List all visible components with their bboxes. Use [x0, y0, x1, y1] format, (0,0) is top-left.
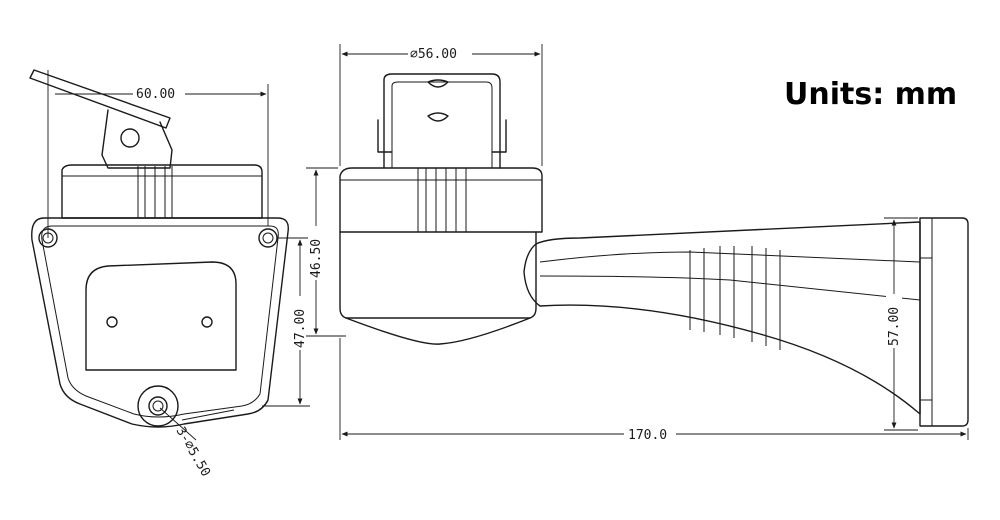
front-view: [29, 69, 289, 428]
tilt-bracket: [101, 109, 173, 169]
arm: [523, 221, 921, 415]
dim-length: 170.0: [628, 428, 667, 443]
units-label: Units: mm: [784, 77, 957, 112]
corner-hole-right: [258, 228, 278, 248]
bottom-hole-boss: [137, 385, 179, 427]
side-view: [339, 73, 969, 427]
front-plate: [31, 217, 289, 428]
front-dimensions: 60.00 47.00 3-⌀5.50: [47, 70, 310, 480]
wall-plate: [919, 217, 969, 427]
screw-hole-right: [201, 316, 213, 328]
screw-hole-left: [106, 316, 118, 328]
inner-window: [85, 261, 237, 371]
dim-cap-height: 46.50: [309, 239, 324, 278]
side-dome: [345, 317, 531, 345]
side-housing: [339, 231, 537, 319]
tilt-screw: [120, 128, 140, 148]
dim-diameter: ⌀56.00: [410, 47, 457, 62]
dim-holes: 3-⌀5.50: [173, 425, 213, 480]
clip-slot-bottom: [427, 112, 449, 122]
side-dimensions: ⌀56.00 46.50 57.00 170.0: [306, 44, 969, 443]
dim-front-height: 47.00: [293, 309, 308, 348]
cap-body: [61, 164, 263, 219]
side-cap: [339, 167, 543, 233]
top-clip: [383, 73, 501, 169]
tilt-tab: [29, 69, 171, 129]
dim-wall-plate: 57.00: [887, 307, 902, 346]
bottom-hole: [148, 396, 168, 416]
dim-front-width: 60.00: [136, 87, 175, 102]
clip-slot-top: [427, 79, 449, 88]
